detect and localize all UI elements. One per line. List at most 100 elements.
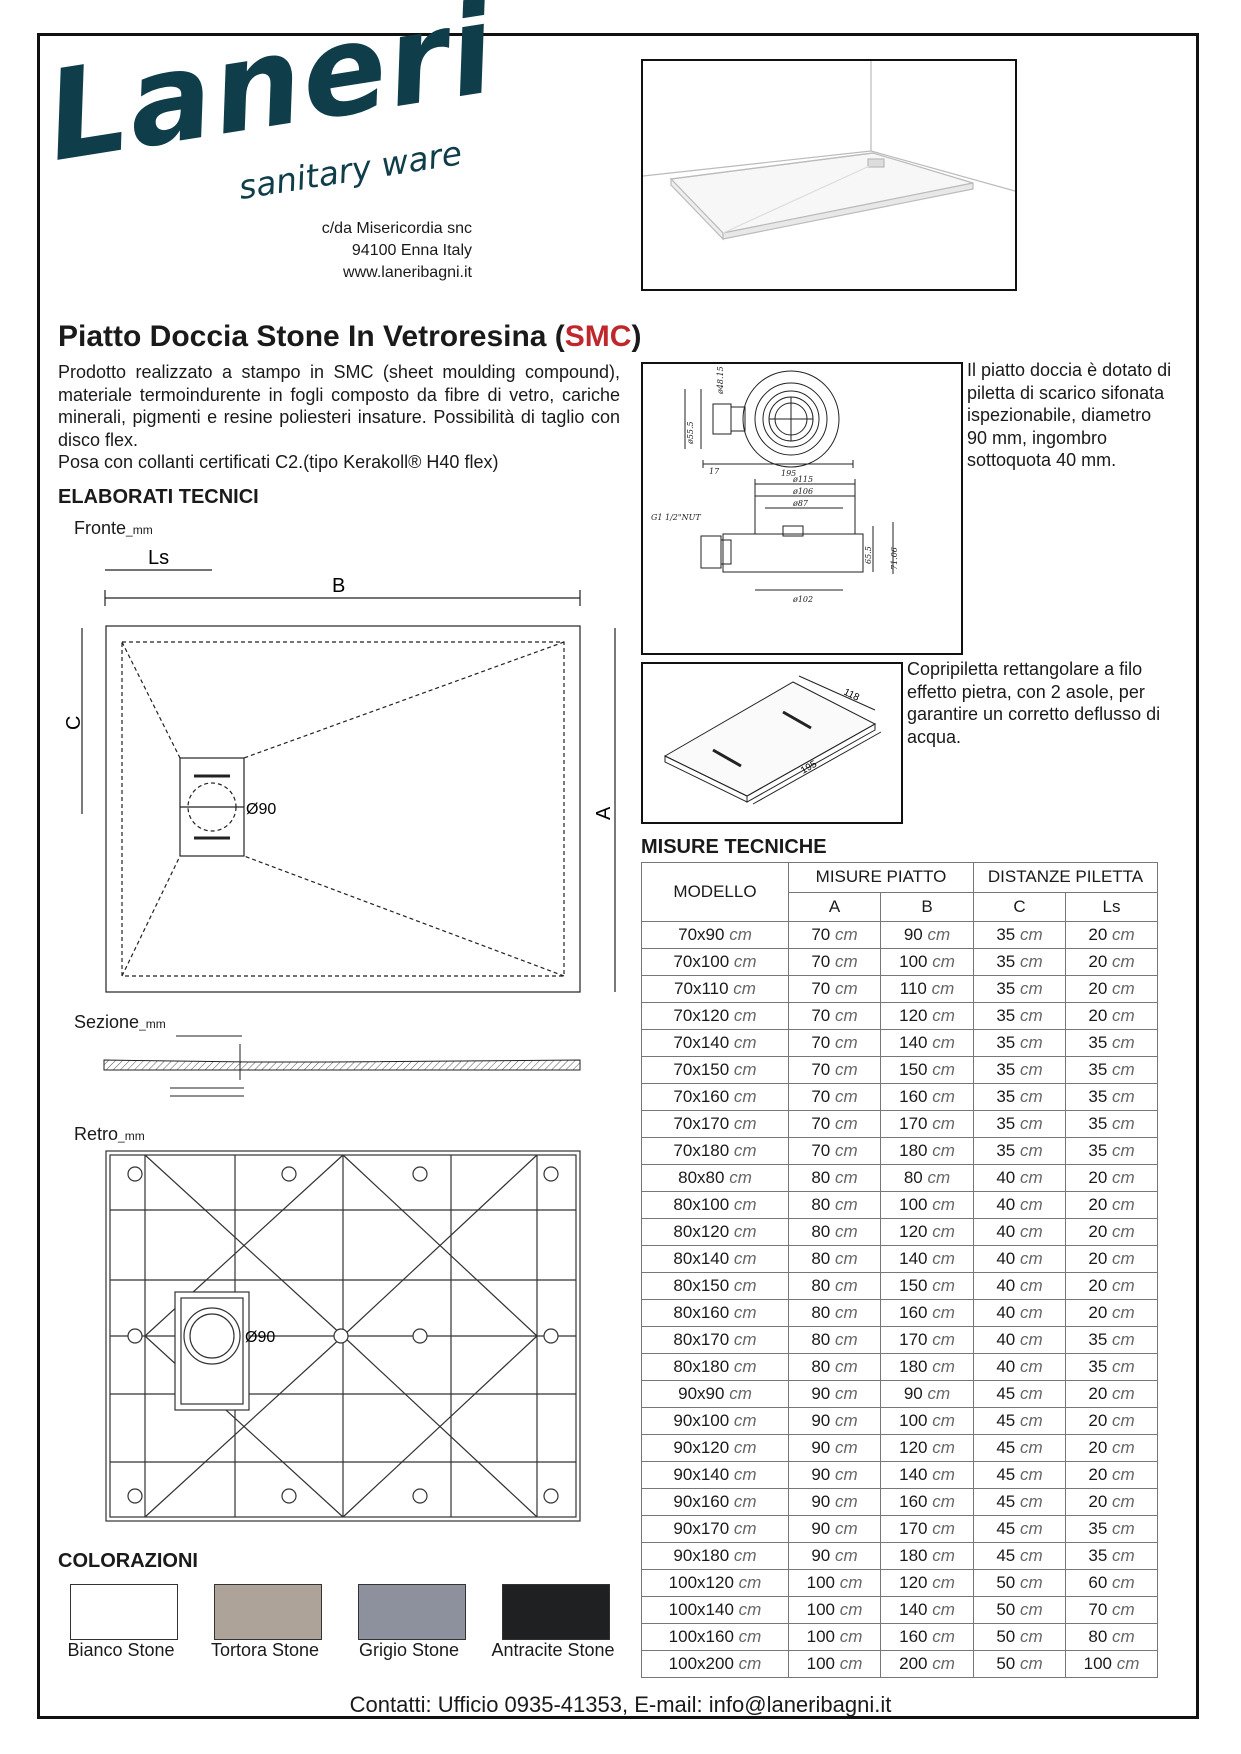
value-cell: 35 cm — [1065, 1029, 1159, 1057]
value-cell: 90 cm — [879, 1380, 975, 1408]
front-view-drawing: Ls B C A Ø90 — [63, 548, 616, 993]
model-cell: 70x180 cm — [641, 1137, 789, 1165]
value-cell: 20 cm — [1065, 1002, 1159, 1030]
value-cell: 160 cm — [879, 1488, 975, 1516]
model-cell: 70x120 cm — [641, 1002, 789, 1030]
value-cell: 20 cm — [1065, 1461, 1159, 1489]
value-cell: 90 cm — [879, 921, 975, 949]
value-cell: 35 cm — [1065, 1353, 1159, 1381]
value-cell: 80 cm — [1065, 1623, 1159, 1651]
section-drawing — [103, 1035, 581, 1097]
value-cell: 100 cm — [788, 1650, 881, 1678]
value-cell: 70 cm — [1065, 1596, 1159, 1624]
value-cell: 20 cm — [1065, 1218, 1159, 1246]
model-cell: 100x160 cm — [641, 1623, 789, 1651]
value-cell: 160 cm — [879, 1083, 975, 1111]
color-item: Bianco Stone — [46, 1584, 196, 1661]
drain-technical-svg: 195 ø115 ø106 ø87 G1 1/2"NUT ø102 65.5 7… — [651, 366, 899, 604]
value-cell: 90 cm — [788, 1515, 881, 1543]
value-cell: 90 cm — [788, 1407, 881, 1435]
model-cell: 90x180 cm — [641, 1542, 789, 1570]
table-heading: MISURE TECNICHE — [641, 836, 827, 858]
value-cell: 80 cm — [788, 1272, 881, 1300]
value-cell: 200 cm — [879, 1650, 975, 1678]
value-cell: 20 cm — [1065, 975, 1159, 1003]
model-cell: 70x140 cm — [641, 1029, 789, 1057]
product-description: Prodotto realizzato a stampo in SMC (she… — [58, 361, 620, 474]
model-cell: 70x170 cm — [641, 1110, 789, 1138]
model-cell: 80x160 cm — [641, 1299, 789, 1327]
value-cell: 35 cm — [1065, 1542, 1159, 1570]
value-cell: 140 cm — [879, 1596, 975, 1624]
value-cell: 150 cm — [879, 1272, 975, 1300]
model-cell: 100x120 cm — [641, 1569, 789, 1597]
value-cell: 20 cm — [1065, 1272, 1159, 1300]
shower-tray-render — [642, 61, 1016, 241]
model-cell: 80x170 cm — [641, 1326, 789, 1354]
value-cell: 70 cm — [788, 948, 881, 976]
contact-footer: Contatti: Ufficio 0935-41353, E-mail: in… — [349, 1692, 892, 1717]
value-cell: 80 cm — [788, 1299, 881, 1327]
address-link[interactable]: www.laneribagni.it — [343, 264, 472, 281]
value-cell: 50 cm — [973, 1569, 1067, 1597]
model-cell: 80x150 cm — [641, 1272, 789, 1300]
value-cell: 40 cm — [973, 1245, 1067, 1273]
description-text: Prodotto realizzato a stampo in SMC (she… — [58, 362, 620, 450]
value-cell: 40 cm — [973, 1353, 1067, 1381]
drain-dim-text: ø102 — [792, 595, 813, 604]
model-cell: 80x120 cm — [641, 1218, 789, 1246]
drain-dim-text: 71.06 — [890, 547, 899, 570]
model-cell: 90x140 cm — [641, 1461, 789, 1489]
value-cell: 100 cm — [788, 1569, 881, 1597]
value-cell: 20 cm — [1065, 1245, 1159, 1273]
drain-dim-text: G1 1/2"NUT — [651, 513, 701, 522]
value-cell: 100 cm — [879, 1407, 975, 1435]
swatch-tortora — [214, 1584, 322, 1640]
cover-note: Copripiletta rettangolare a filo effetto… — [907, 659, 1161, 747]
spec-table: MODELLO MISURE PIATTO DISTANZE PILETTA A… — [641, 862, 1159, 1678]
cover-drawing: 118 195 — [641, 662, 903, 824]
value-cell: 170 cm — [879, 1110, 975, 1138]
value-cell: 45 cm — [973, 1407, 1067, 1435]
value-cell: 70 cm — [788, 1056, 881, 1084]
value-cell: 20 cm — [1065, 948, 1159, 976]
value-cell: 80 cm — [788, 1191, 881, 1219]
installation-text: Posa con collanti certificati C2.(tipo K… — [58, 452, 499, 472]
value-cell: 160 cm — [879, 1299, 975, 1327]
model-cell: 80x100 cm — [641, 1191, 789, 1219]
drain-dim-text: ø55.5 — [686, 421, 695, 445]
value-cell: 35 cm — [973, 948, 1067, 976]
value-cell: 35 cm — [973, 1137, 1067, 1165]
swatch-bianco — [70, 1584, 178, 1640]
group-header-piatto: MISURE PIATTO — [787, 862, 975, 893]
model-cell: 100x200 cm — [641, 1650, 789, 1678]
value-cell: 45 cm — [973, 1515, 1067, 1543]
value-cell: 20 cm — [1065, 1380, 1159, 1408]
value-cell: 100 cm — [788, 1623, 881, 1651]
front-caption: Fronte_mm — [74, 518, 153, 538]
drain-note: Il piatto doccia è dotato di piletta di … — [967, 360, 1172, 470]
value-cell: 20 cm — [1065, 1299, 1159, 1327]
value-cell: 80 cm — [788, 1245, 881, 1273]
drain-dim-text: ø115 — [792, 475, 813, 484]
value-cell: 100 cm — [879, 1191, 975, 1219]
value-cell: 45 cm — [973, 1434, 1067, 1462]
value-cell: 20 cm — [1065, 1434, 1159, 1462]
value-cell: 160 cm — [879, 1623, 975, 1651]
value-cell: 180 cm — [879, 1542, 975, 1570]
model-cell: 70x100 cm — [641, 948, 789, 976]
product-render — [641, 59, 1017, 291]
